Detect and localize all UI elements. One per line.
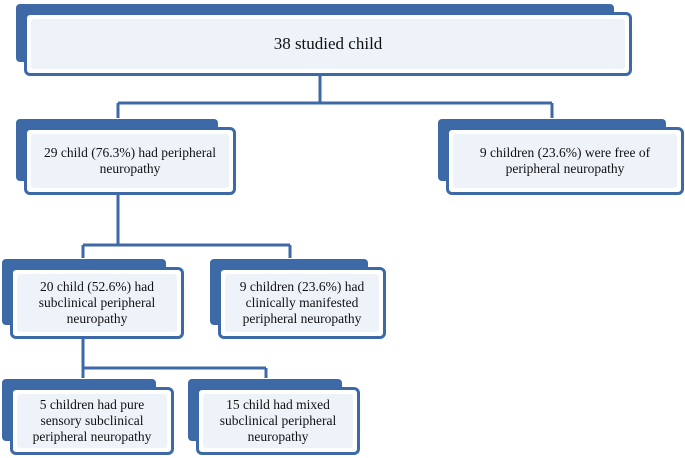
node-clinically-manifested: 9 children (23.6%) had clinically manife… [210,259,386,339]
node-peripheral-neuropathy: 29 child (76.3%) had peripheral neuropat… [16,119,236,195]
node-subclinical-text: 20 child (52.6%) had subclinical periphe… [38,279,156,326]
node-root-text: 38 studied child [273,34,383,53]
node-mixed-text: 15 child had mixed subclinical periphera… [219,397,337,444]
node-root: 38 studied child [16,4,632,76]
node-clinically-manifested-text: 9 children (23.6%) had clinically manife… [239,279,365,326]
node-pure-sensory-text: 5 children had pure sensory subclinical … [32,397,152,444]
node-mixed: 15 child had mixed subclinical periphera… [188,379,360,455]
node-pure-sensory: 5 children had pure sensory subclinical … [2,379,174,455]
node-free-of-neuropathy: 9 children (23.6%) were free of peripher… [438,119,684,195]
node-peripheral-neuropathy-text: 29 child (76.3%) had peripheral neuropat… [43,145,217,176]
node-subclinical: 20 child (52.6%) had subclinical periphe… [2,259,184,339]
node-free-of-neuropathy-text: 9 children (23.6%) were free of peripher… [479,145,651,176]
